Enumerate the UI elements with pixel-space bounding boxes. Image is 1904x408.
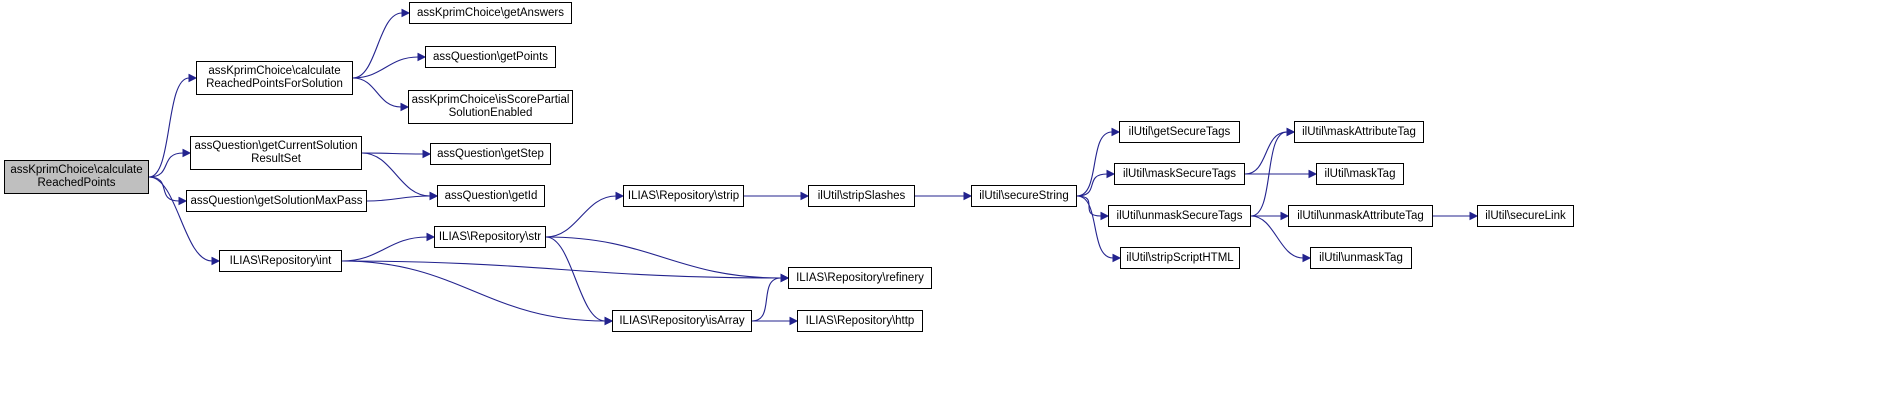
graph-edge-arrow — [604, 316, 614, 326]
graph-edge — [352, 12, 403, 79]
graph-node[interactable]: ilUtil\unmaskSecureTags — [1108, 205, 1251, 227]
graph-node[interactable]: ilUtil\secureLink — [1477, 205, 1574, 227]
graph-edge — [1076, 131, 1113, 197]
graph-node[interactable]: assKprimChoice\getAnswers — [409, 2, 572, 24]
graph-node[interactable]: ILIAS\Repository\http — [797, 310, 923, 332]
graph-edge-arrow — [1280, 211, 1290, 221]
graph-node[interactable]: assKprimChoice\calculate ReachedPoints — [4, 160, 149, 194]
graph-edge — [361, 152, 424, 155]
graph-edge-arrow — [417, 52, 427, 62]
graph-edge-arrow — [1106, 169, 1116, 179]
graph-node[interactable]: ilUtil\secureString — [971, 185, 1077, 207]
graph-node[interactable]: assKprimChoice\isScorePartial SolutionEn… — [408, 90, 573, 124]
graph-edge — [341, 236, 428, 262]
graph-edge — [1076, 173, 1108, 197]
graph-edge-arrow — [429, 191, 439, 201]
graph-edge-arrow — [800, 191, 810, 201]
graph-node[interactable]: assQuestion\getPoints — [425, 46, 556, 68]
graph-edge — [1076, 195, 1102, 217]
graph-edge — [545, 236, 782, 279]
graph-edge — [341, 260, 606, 322]
graph-node[interactable]: ILIAS\Repository\int — [219, 250, 342, 272]
graph-edge — [361, 152, 431, 197]
graph-edge — [352, 77, 402, 108]
graph-node[interactable]: ilUtil\unmaskAttributeTag — [1288, 205, 1433, 227]
graph-node[interactable]: assQuestion\getSolutionMaxPass — [186, 190, 367, 212]
graph-node[interactable]: ilUtil\maskAttributeTag — [1294, 121, 1424, 143]
graph-edge — [148, 152, 184, 178]
graph-edge-arrow — [422, 149, 432, 159]
graph-edge — [751, 277, 782, 322]
graph-edge-arrow — [429, 191, 439, 201]
graph-edge-arrow — [1100, 211, 1110, 221]
graph-edge — [148, 176, 180, 202]
graph-edge-arrow — [178, 196, 188, 206]
graph-edge — [352, 56, 419, 79]
graph-edge — [148, 77, 190, 178]
graph-node[interactable]: ILIAS\Repository\refinery — [788, 267, 932, 289]
graph-edge — [366, 195, 431, 202]
graph-edge-arrow — [780, 273, 790, 283]
graph-node[interactable]: assQuestion\getId — [437, 185, 545, 207]
graph-node[interactable]: ilUtil\stripScriptHTML — [1120, 247, 1240, 269]
graph-node[interactable]: assKprimChoice\calculate ReachedPointsFo… — [196, 61, 353, 95]
graph-node[interactable]: ilUtil\unmaskTag — [1310, 247, 1412, 269]
graph-edge — [545, 236, 606, 322]
graph-node[interactable]: ILIAS\Repository\isArray — [612, 310, 752, 332]
graph-edge-arrow — [615, 191, 625, 201]
graph-edge-arrow — [211, 256, 221, 266]
graph-node[interactable]: ilUtil\stripSlashes — [808, 185, 915, 207]
graph-edge-arrow — [188, 73, 198, 83]
graph-edge-arrow — [1302, 253, 1312, 263]
graph-node[interactable]: assQuestion\getStep — [430, 143, 551, 165]
graph-edge — [341, 260, 782, 279]
graph-edge-arrow — [963, 191, 973, 201]
graph-edge-arrow — [401, 8, 411, 18]
graph-node[interactable]: assQuestion\getCurrentSolution ResultSet — [190, 136, 362, 170]
graph-node[interactable]: ilUtil\maskTag — [1316, 163, 1404, 185]
graph-edge-arrow — [1308, 169, 1318, 179]
graph-edge-arrow — [1112, 253, 1122, 263]
graph-edge-arrow — [400, 102, 410, 112]
graph-node[interactable]: ilUtil\getSecureTags — [1119, 121, 1240, 143]
graph-edge — [545, 195, 617, 238]
graph-edge-arrow — [604, 316, 614, 326]
graph-edge-arrow — [426, 232, 436, 242]
graph-edge-arrow — [780, 273, 790, 283]
graph-node[interactable]: ILIAS\Repository\str — [434, 226, 546, 248]
graph-node[interactable]: ILIAS\Repository\strip — [623, 185, 744, 207]
graph-edge-arrow — [1286, 127, 1296, 137]
graph-edge-arrow — [182, 148, 192, 158]
graph-edge-arrow — [789, 316, 799, 326]
graph-node[interactable]: ilUtil\maskSecureTags — [1114, 163, 1245, 185]
graph-edge — [1250, 131, 1288, 217]
graph-edge-arrow — [1469, 211, 1479, 221]
graph-edge — [1244, 131, 1288, 175]
graph-edge-arrow — [1286, 127, 1296, 137]
graph-edge-arrow — [780, 273, 790, 283]
graph-edge-arrow — [1111, 127, 1121, 137]
